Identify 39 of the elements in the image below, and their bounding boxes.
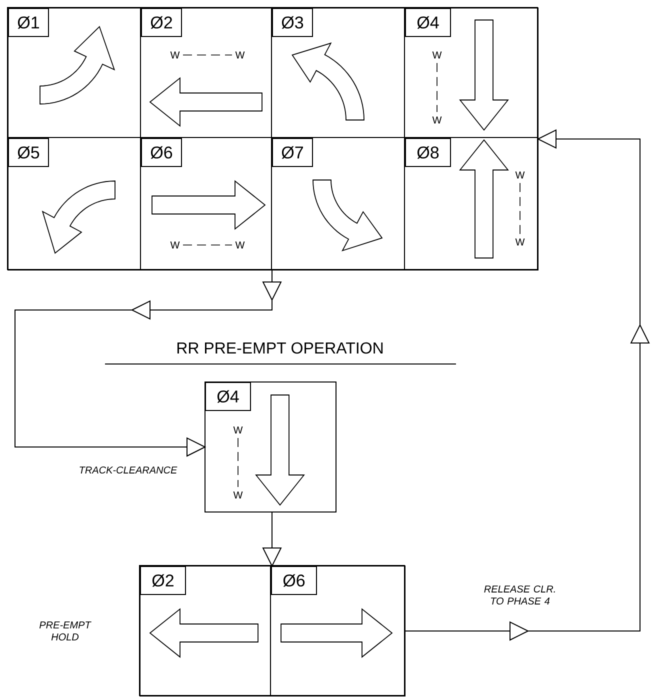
phase-number: Ø5 (8, 138, 49, 167)
signal-phase-cell (271, 7, 405, 138)
w-mark: W (235, 242, 245, 248)
signal-phase-cell (139, 565, 271, 696)
signal-phase-cell (80, 382, 336, 512)
phase-number: Ø2 (140, 566, 186, 595)
phase-caption: TRACK-CLEARANCE (80, 466, 178, 474)
w-mark: W (515, 238, 525, 246)
signal-phase-cell (270, 565, 405, 696)
signal-phase-cell (404, 7, 538, 138)
w-mark: W (233, 426, 243, 434)
signal-phase-cell (271, 137, 405, 270)
phase-number: Ø7 (272, 138, 313, 167)
phase-number: Ø6 (141, 138, 182, 167)
signal-phase-cell (7, 137, 141, 270)
phase-number: Ø8 (405, 138, 451, 167)
w-mark: W (233, 492, 243, 498)
connector-arrow (405, 129, 650, 641)
phase-number: Ø1 (8, 8, 49, 37)
phase-number: Ø3 (272, 8, 313, 37)
signal-phase-cell (140, 137, 272, 270)
signal-phase-cell (404, 137, 538, 270)
w-mark: W (432, 52, 442, 58)
phase-caption: PRE-EMPT HOLD (39, 622, 92, 640)
phase-number: Ø4 (205, 382, 251, 411)
edge-label: RELEASE CLR. TO PHASE 4 (484, 585, 555, 605)
phase-number: Ø6 (271, 566, 317, 595)
title: RR PRE-EMPT OPERATION (177, 342, 383, 354)
phase-number: Ø4 (405, 8, 451, 37)
signal-phase-cell (140, 7, 272, 138)
w-mark: W (170, 242, 180, 248)
w-mark: W (170, 52, 180, 58)
w-mark: W (235, 52, 245, 58)
w-mark: W (432, 116, 442, 124)
signal-phase-cell (7, 7, 141, 138)
phase-panel (140, 566, 406, 696)
phase-number: Ø2 (141, 8, 182, 37)
w-mark: W (515, 172, 525, 178)
phase-grid (8, 8, 538, 270)
